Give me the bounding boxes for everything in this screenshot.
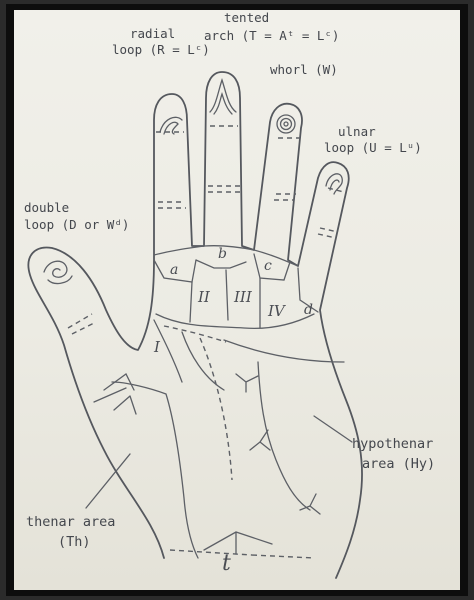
whorl-pattern-mid [281,119,292,130]
region-II-III-divider [226,270,228,320]
tented-label-line2: arch (T = Aᵗ = Lᶜ) [204,28,339,43]
double-label-line1: double [24,200,69,215]
radial-label-line1: radial [130,26,175,41]
region-III-label: III [233,288,253,306]
radial-label-line2: loop (R = Lᶜ) [112,42,210,57]
region-b-label: b [218,246,227,262]
region-I-label: I [153,338,161,356]
thenar-label-line1: thenar area [26,514,115,530]
bottom-dashed-line [170,550,314,558]
thumb-crease [68,314,96,334]
thenar-label-line2: (Th) [58,534,91,550]
palm-crease [182,332,224,390]
double-loop-pattern [44,261,72,283]
region-IV-label: IV [267,302,287,320]
thenar-pointer [86,454,130,508]
palm-dashed-line [200,338,232,480]
triradius [236,374,258,392]
region-d-label: d [304,302,313,318]
region-II-label: II [197,288,211,306]
region-c-outline [254,254,290,280]
photo-frame: a b c d I II III IV t radial loop (R = L… [6,4,468,596]
paper-sheet: a b c d I II III IV t radial loop (R = L… [14,10,460,590]
whorl-pattern-outer [277,115,295,133]
region-bottom-line [156,314,314,328]
finger-crease [208,126,240,192]
tented-label-line1: tented [224,10,269,25]
tented-arch-pattern [210,80,236,114]
hypothenar-boundary [258,362,310,510]
ulnar-label-line2: loop (U = Lᵘ) [324,140,422,155]
finger-crease [318,188,344,238]
region-II-left [190,282,192,322]
hypothenar-label-line1: hypothenar [352,436,433,452]
region-c-label: c [264,258,272,274]
ulnar-label-line1: ulnar [338,124,376,139]
palm-diagram: a b c d I II III IV t radial loop (R = L… [14,10,460,590]
region-a-label: a [170,262,178,278]
palm-dashed-line [164,326,226,342]
hypothenar-pointer [314,416,352,442]
double-label-line2: loop (D or Wᵈ) [24,217,129,232]
finger-crease [156,132,186,208]
thenar-triradius [114,396,136,414]
region-t-label: t [222,551,231,576]
thenar-boundary [112,382,198,558]
whorl-pattern-inner [284,122,288,126]
hypothenar-label-line2: area (Hy) [362,456,435,472]
axial-triradius [204,532,272,554]
whorl-label: whorl (W) [270,62,338,77]
